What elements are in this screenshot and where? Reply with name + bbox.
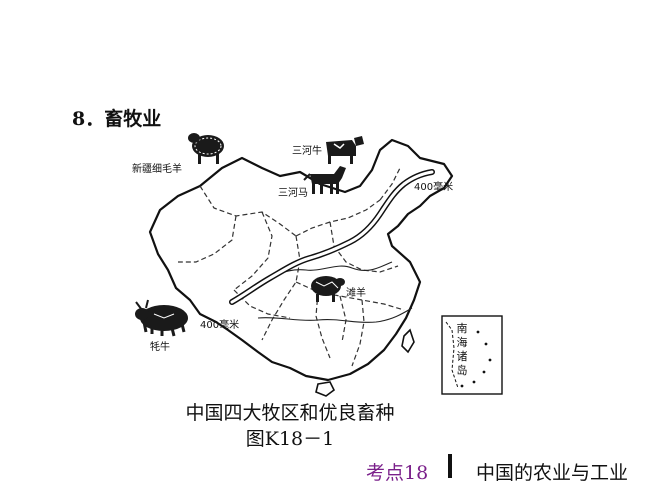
section-heading: 8．畜牧业 <box>72 108 162 130</box>
inset-char: 南 <box>456 322 468 335</box>
label-sanhe-horse: 三河马 <box>278 188 308 199</box>
isohyet-400mm <box>229 169 435 305</box>
map-caption-figure: 图K18－1 <box>245 428 335 450</box>
xinjiang-sheep-icon <box>188 133 224 164</box>
taiwan-island <box>401 328 415 354</box>
inset-islands <box>460 330 492 388</box>
sanhe-horse-icon <box>303 166 346 194</box>
label-yak: 牦牛 <box>150 342 170 353</box>
china-outline <box>148 138 454 382</box>
south-china-sea-inset <box>441 315 503 395</box>
inset-char: 海 <box>456 336 468 349</box>
sanhe-cattle-icon <box>326 136 364 164</box>
footer-title: 中国的农业与工业 <box>476 462 629 484</box>
inset-label: 南 海 诸 岛 <box>452 322 472 378</box>
footer-separator <box>448 454 452 478</box>
label-sanhe-cattle: 三河牛 <box>292 146 322 157</box>
label-isohyet-ne: 400毫米 <box>414 182 454 193</box>
inset-char: 诸 <box>456 350 468 363</box>
label-xinjiang-sheep: 新疆细毛羊 <box>132 164 182 175</box>
label-isohyet-sw: 400毫米 <box>200 320 240 331</box>
footer-topic: 考点18 <box>366 462 429 484</box>
tan-sheep-icon <box>311 276 345 302</box>
hainan-island <box>315 381 336 397</box>
map-caption-title: 中国四大牧区和优良畜种 <box>185 402 395 424</box>
inset-char: 岛 <box>456 364 468 377</box>
label-tan-sheep: 滩羊 <box>346 288 366 299</box>
yak-icon <box>135 299 188 337</box>
